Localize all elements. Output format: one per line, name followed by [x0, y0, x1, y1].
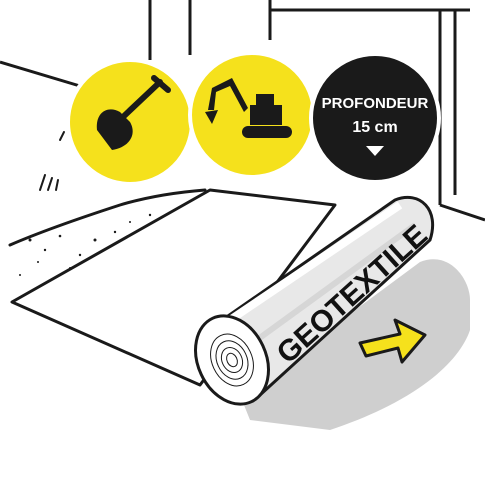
depth-value: 15 cm — [352, 119, 397, 136]
shovel-badge — [68, 60, 192, 184]
depth-title: PROFONDEUR — [322, 95, 429, 112]
excavator-badge — [190, 53, 314, 177]
depth-badge: PROFONDEUR 15 cm — [311, 54, 439, 182]
